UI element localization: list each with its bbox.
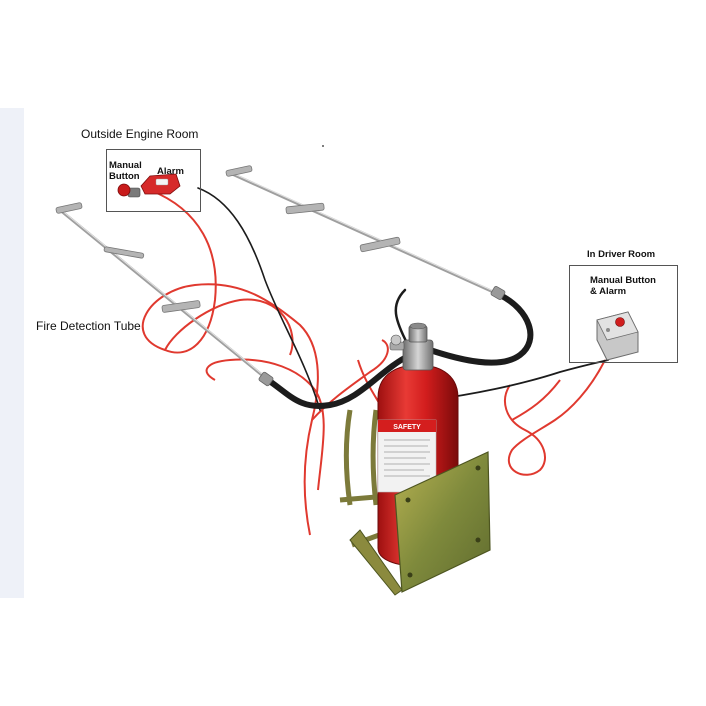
extinguisher-valve <box>389 322 434 371</box>
nozzle-5 <box>285 202 325 215</box>
extinguisher-label-header <box>378 420 436 432</box>
driver-manual-button-alarm-label: Manual Button & Alarm <box>590 275 656 297</box>
nozzle-2 <box>103 246 145 259</box>
label-text-lines <box>384 439 430 477</box>
fire-detection-tube-label: Fire Detection Tube <box>36 319 141 333</box>
alarm-display-icon <box>155 178 169 186</box>
nozzle-1 <box>55 202 83 214</box>
driver-manual-button-icon <box>615 317 625 327</box>
nozzle-4 <box>225 165 253 177</box>
bracket-foot <box>349 529 403 596</box>
outside-manual-button-label: Manual Button <box>109 160 142 182</box>
driver-room-panel-device <box>596 311 639 361</box>
mounting-bracket-plate <box>349 451 491 596</box>
in-driver-room-label: In Driver Room <box>587 249 656 260</box>
outside-engine-room-box <box>106 149 201 212</box>
plate-bolt-hole <box>475 465 481 471</box>
pipe-nozzles <box>55 165 401 313</box>
outside-alarm-device <box>140 173 181 195</box>
stray-dot <box>322 145 324 147</box>
pressure-gauge-icon <box>390 334 402 346</box>
driver-room-box <box>569 265 678 363</box>
plate-bolt-hole <box>405 497 411 503</box>
outside-manual-button-device <box>117 183 141 198</box>
outside-alarm-label: Alarm <box>157 166 184 177</box>
manual-button-red-icon <box>117 183 131 197</box>
outside-engine-room-label: Outside Engine Room <box>81 127 199 141</box>
plate-bolt-hole <box>475 537 481 543</box>
driver-alarm-indicator-icon <box>606 328 610 332</box>
black-hoses <box>197 187 609 411</box>
hose-fittings <box>258 286 506 387</box>
pipe-highlights <box>59 171 501 380</box>
plate-bolt-hole <box>407 572 413 578</box>
nozzle-6 <box>359 236 401 253</box>
nozzle-3 <box>161 300 201 313</box>
steel-pipes <box>58 171 502 382</box>
left-margin-strip <box>0 108 24 598</box>
extinguisher-brand-text: SAFETY <box>393 424 421 431</box>
